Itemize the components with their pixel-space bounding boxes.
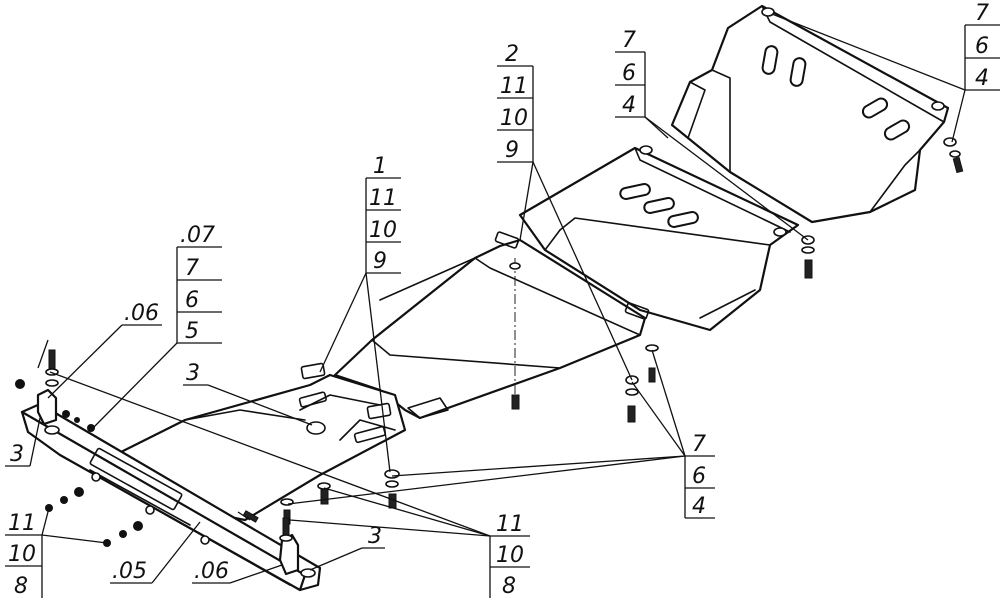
callout-left-10: 10 (8, 542, 36, 567)
callout-06-bottom: .06 (194, 559, 229, 584)
callout-center-4: 4 (692, 494, 706, 519)
callout-bracket-7: 7 (185, 256, 199, 281)
callout-part2-2: 2 (505, 42, 519, 67)
leader-lines (5, 13, 1000, 598)
callout-part1-1: 1 (373, 154, 387, 179)
callout-gearbox-4: 4 (622, 93, 636, 118)
callout-bracket-07: .07 (180, 223, 215, 248)
callout-part1-9: 9 (373, 249, 387, 274)
callout-rear-4: 4 (975, 66, 989, 91)
callout-part2-11: 11 (500, 74, 528, 99)
callout-part1-11: 11 (369, 186, 397, 211)
callout-06-top: .06 (124, 301, 159, 326)
callout-rear-7: 7 (975, 1, 989, 26)
callout-center-7: 7 (692, 432, 706, 457)
callout-labels: 7 6 4 7 6 4 2 11 10 9 1 11 10 9 .07 7 6 … (8, 1, 989, 599)
callout-gearbox-7: 7 (622, 28, 636, 53)
callout-bottom-11: 11 (496, 512, 524, 537)
callout-bracket-6: 6 (185, 288, 199, 313)
callout-3-center: 3 (186, 361, 200, 386)
callout-part2-9: 9 (505, 138, 519, 163)
callout-gearbox-6: 6 (622, 61, 636, 86)
callout-3-left: 3 (10, 442, 24, 467)
callout-rear-6: 6 (975, 34, 989, 59)
front-bumper-beam (20, 388, 322, 592)
callout-05: .05 (112, 559, 147, 584)
callout-bottom-10: 10 (496, 543, 524, 568)
callout-part1-10: 10 (369, 218, 397, 243)
rear-plate (670, 4, 950, 224)
callout-part2-10: 10 (500, 106, 528, 131)
fasteners (15, 137, 964, 547)
callout-left-11: 11 (8, 511, 36, 536)
callout-bottom-8: 8 (502, 574, 516, 599)
callout-center-6: 6 (692, 464, 706, 489)
callout-bracket-5: 5 (185, 319, 199, 344)
callout-3-bottom: 3 (368, 524, 382, 549)
callout-left-8: 8 (14, 574, 28, 599)
gearbox-plate (518, 145, 800, 332)
